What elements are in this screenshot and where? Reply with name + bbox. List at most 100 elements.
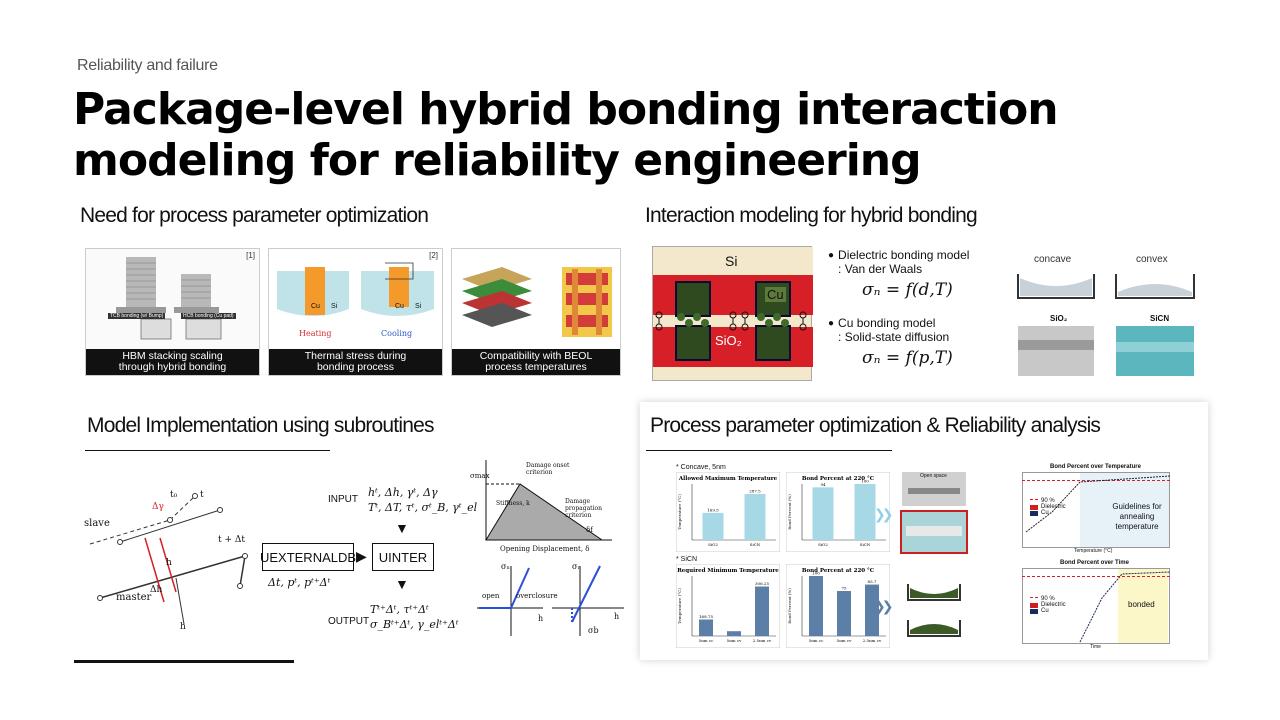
dielectric-model-title: Dielectric bonding model [838, 248, 970, 262]
data-label: 94 [820, 482, 826, 487]
opening-label: Opening Displacement, δ [500, 545, 590, 553]
caption-hbm: HBM stacking scaling through hybrid bond… [86, 349, 259, 375]
section-interaction-title: Interaction modeling for hybrid bonding [645, 204, 978, 227]
process-title-underline [646, 450, 892, 451]
ref-1: [1] [246, 251, 255, 260]
input-eq-2: Tᵗ, ΔT, τᵗ, σᵗ_B, γᵗ_el [368, 501, 478, 514]
dielectric-equation: σₙ = f(d,T) [862, 280, 953, 300]
sio2-surface-label: SiO₂ [1050, 314, 1068, 323]
bonding-schematic: Si Cu SiO₂ [652, 246, 813, 381]
plot1-title: Bond Percent over Temperature [1050, 464, 1141, 470]
bar [699, 619, 713, 636]
sigma-n-label-2: σₙ [572, 562, 581, 571]
section-model-title: Model Implementation using subroutines [87, 414, 434, 437]
master-label: master [116, 592, 152, 603]
data-label: 169.5 [707, 507, 719, 512]
convex-label: convex [1136, 254, 1168, 265]
category-label: SiO2 [708, 542, 718, 547]
data-label: 306.25 [755, 581, 769, 586]
subroutine-equation: Δt, pᵗ, pᵗ⁺Δᵗ [268, 576, 331, 589]
category-label: SiCN [860, 542, 871, 547]
bonded-highlight-illustration [900, 510, 968, 554]
plot2-curve [1079, 571, 1170, 643]
concave-label: concave [1034, 254, 1072, 265]
data-label: 168.75 [699, 614, 713, 619]
cu-model-title: Cu bonding model [838, 316, 936, 330]
t-label: t [200, 490, 204, 500]
chart-required-min-temp-svg: Required Minimum TemperatureTemperature … [675, 563, 781, 649]
bonding-models: ● Dielectric bonding model : Van der Waa… [828, 248, 998, 368]
t-dt-label: t + Δt [218, 535, 245, 545]
uexternaldb-box: UEXTERNALDB [260, 543, 356, 571]
bar [702, 512, 724, 540]
panel-beol: Compatibility with BEOL process temperat… [451, 248, 621, 376]
sicn-surface [1116, 326, 1194, 376]
cu-model: ● Cu bonding model : Solid-state diffusi… [828, 316, 998, 344]
damage-prop-label: Damage propagation criterion [565, 498, 602, 519]
section-process-title: Process parameter optimization & Reliabi… [650, 414, 1101, 437]
title-line-1: Package-level hybrid bonding interaction [73, 84, 1059, 135]
chevron-right-icon: ❯❯ [874, 598, 894, 614]
damage-onset-label: Damage onset criterion [526, 462, 570, 476]
sigma-max-label: σmax [470, 472, 490, 480]
model-bottom-rule [74, 660, 294, 663]
bar [865, 584, 879, 636]
category-label: Reliability and failure [77, 57, 218, 74]
guidelines-l2: annealing temperature [1115, 512, 1159, 531]
surface-profiles: concave convex SiO₂ SiCN [1012, 246, 1202, 381]
sio2-surface [1018, 326, 1094, 376]
legend-dielectric: Dielectric [1030, 504, 1066, 510]
guidelines-text: Guidelines for annealing temperature [1104, 502, 1170, 532]
input-equations: hᵗ, Δh, γᵗ, Δγ Tᵗ, ΔT, τᵗ, σᵗ_B, γᵗ_el [368, 485, 477, 515]
title-line-2: modeling for reliability engineering [73, 135, 922, 186]
sicn-surface-label: SiCN [1150, 314, 1170, 323]
category-label: SiO2 [818, 542, 828, 547]
cu-label-2: Cu [395, 303, 404, 310]
bar [812, 487, 834, 540]
profile-shapes [1017, 274, 1195, 299]
plot-bond-over-temp: Bond Percent over Temperature 90 % Diele… [1010, 464, 1170, 554]
delta-h-label: Δh [150, 585, 163, 595]
category-label: 5nm cv [727, 638, 742, 643]
cohesive-pressure-plot [552, 565, 624, 636]
sicn-chart-label: * SiCN [676, 556, 698, 563]
category-label: 5nm cc [809, 638, 824, 643]
panel-thermal-stress: [2] Cu Si Cu Si Heating Cooling Thermal … [268, 248, 443, 376]
cooling-label: Cooling [381, 329, 413, 338]
traction-separation-plot [485, 460, 612, 541]
cu-equation: σₙ = f(p,T) [862, 348, 953, 368]
ref-2: [2] [429, 251, 438, 260]
y-axis-label: Temperature (°C) [677, 588, 682, 624]
guidelines-l1: Guidelines for [1112, 502, 1162, 511]
bar [854, 484, 876, 540]
arrow-right-icon: ▶ [356, 548, 367, 564]
category-label: 5nm cc [699, 638, 714, 643]
bar [837, 591, 851, 636]
h-axis-label-2: h [614, 612, 620, 621]
legend-90: 90 % [1030, 498, 1066, 504]
bar [727, 631, 741, 636]
h-axis-label-1: h [538, 614, 544, 623]
hbm-stack-illustration [116, 257, 222, 340]
data-label: 75 [841, 586, 847, 591]
y-axis-label: Bond Percent (%) [787, 588, 792, 624]
caption-beol: Compatibility with BEOL process temperat… [452, 349, 620, 375]
input-eq-1: hᵗ, Δh, γᵗ, Δγ [368, 486, 438, 499]
section-need-title: Need for process parameter optimization [80, 204, 429, 227]
legend-cu: Cu [1030, 608, 1066, 614]
open-label: open [482, 592, 500, 600]
cu-model-sub: : Solid-state diffusion [838, 330, 950, 344]
chart-title: Required Minimum Temperature [677, 568, 779, 574]
sigma-n-label-1: σₙ [501, 562, 510, 571]
cu-pad-label: Cu [765, 287, 786, 302]
profile-illustrations [907, 584, 961, 637]
y-axis-label: Bond Percent (%) [787, 494, 792, 530]
concave-5nm-label: * Concave, 5nm [676, 464, 726, 471]
uinter-box: UINTER [372, 543, 434, 571]
legend-90: 90 % [1030, 596, 1066, 602]
plot2-title: Bond Percent over Time [1060, 560, 1129, 566]
